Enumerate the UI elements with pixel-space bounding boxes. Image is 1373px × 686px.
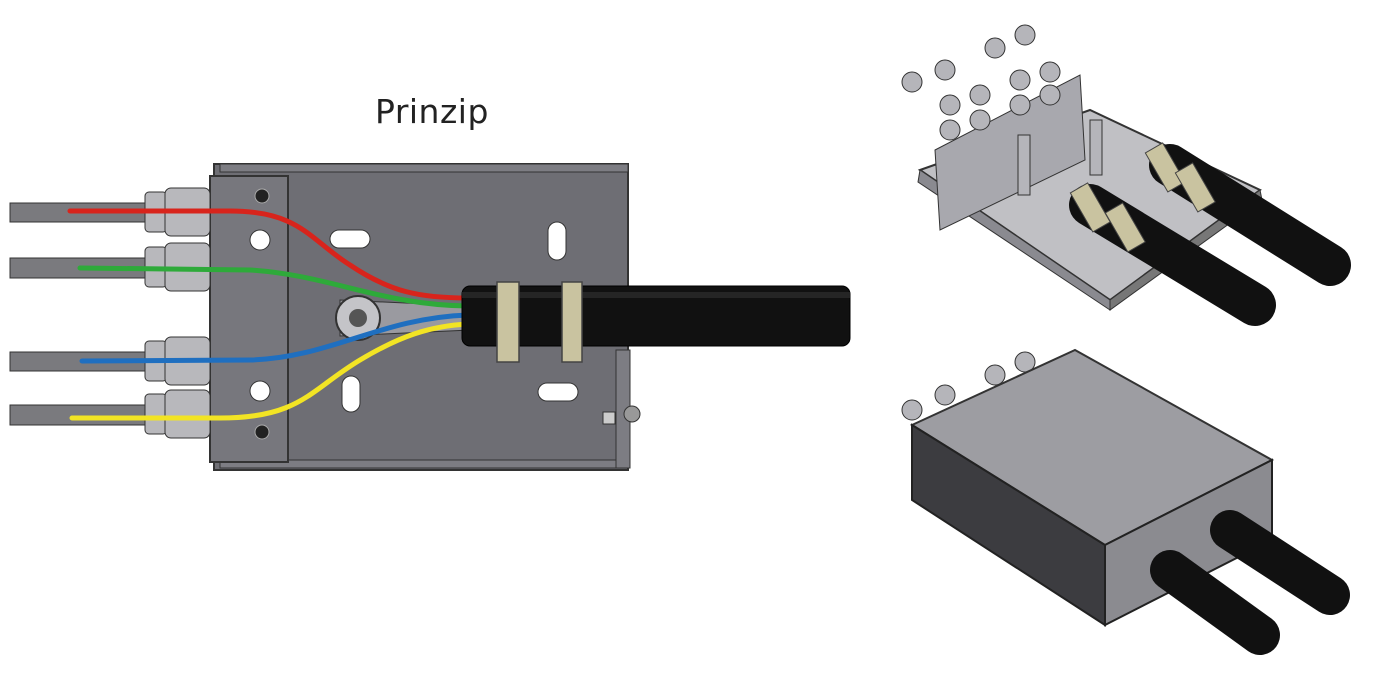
- principle-diagram: [9, 163, 851, 471]
- wire-blue: [79, 312, 471, 364]
- wires: [67, 208, 471, 421]
- wire-red: [67, 208, 471, 301]
- wire-green: [77, 265, 471, 309]
- cable: [461, 285, 851, 347]
- wire-yellow: [69, 321, 471, 421]
- cable-clamps: [496, 281, 583, 363]
- fittings: [9, 187, 211, 439]
- diagram-title: Prinzip: [375, 92, 489, 131]
- open-assembly-view: [901, 24, 1351, 326]
- closed-housing-view: [901, 348, 1350, 655]
